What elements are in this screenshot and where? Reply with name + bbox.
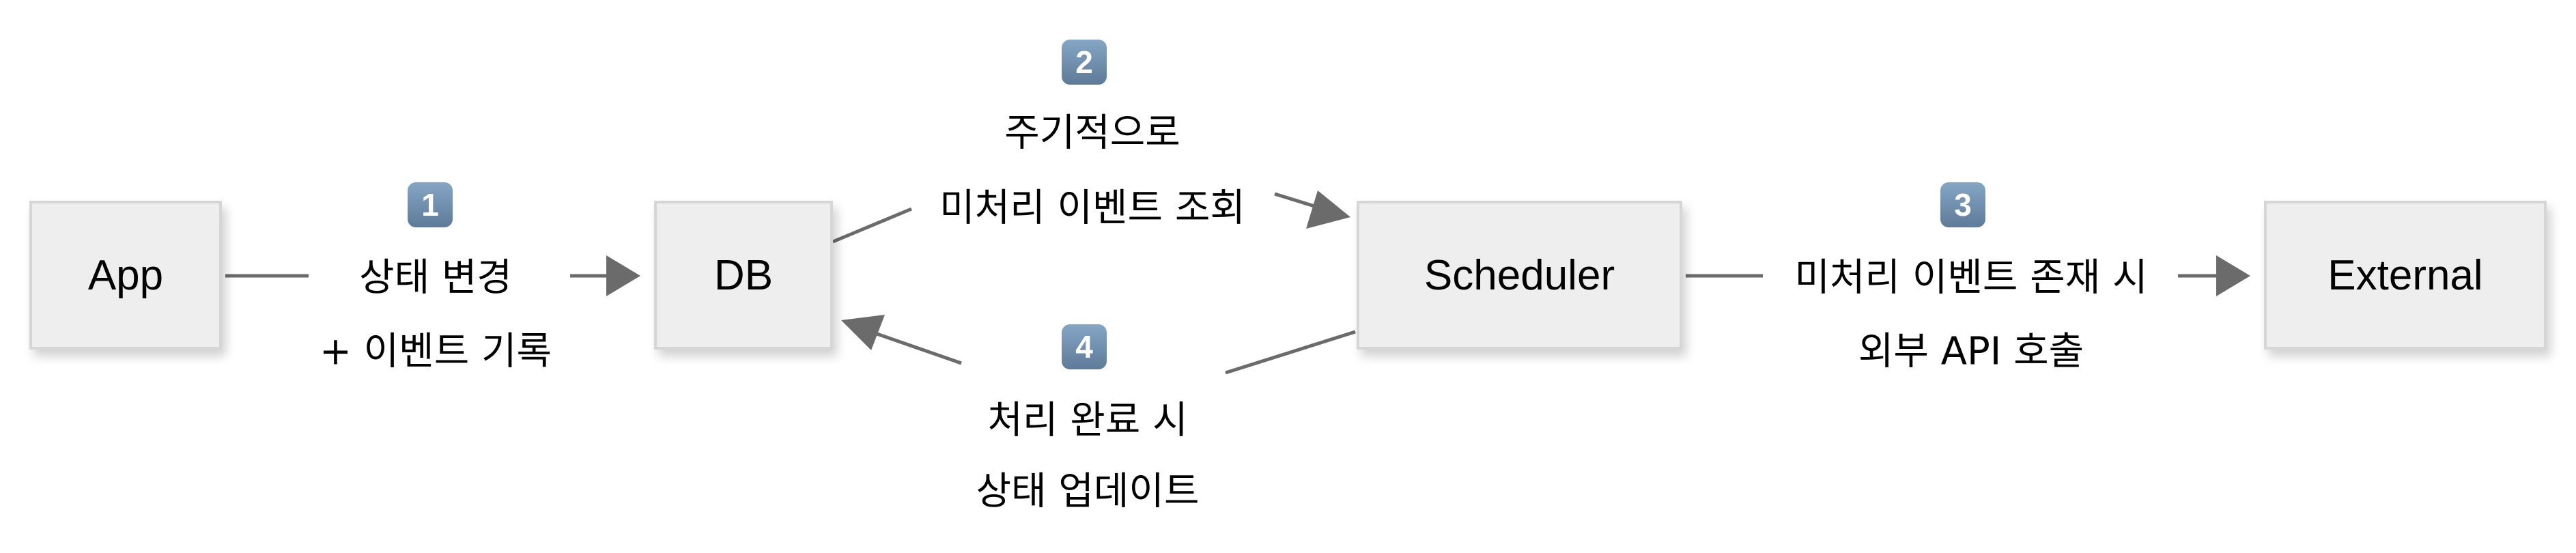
step-3-badge: 3 bbox=[1940, 182, 1985, 227]
step-2-badge: 2 bbox=[1062, 40, 1107, 85]
step-4-badge: 4 bbox=[1062, 324, 1107, 369]
step-3-line-2: 외부 API 호출 bbox=[1854, 320, 2089, 376]
arrowhead-to-scheduler bbox=[1306, 190, 1350, 229]
node-scheduler-label: Scheduler bbox=[1424, 251, 1615, 299]
step-2-line-1: 주기적으로 bbox=[1000, 102, 1185, 158]
arrowhead-to-db bbox=[606, 255, 640, 296]
node-external: External bbox=[2264, 201, 2547, 350]
node-app-label: App bbox=[87, 251, 164, 299]
arrowhead-to-external bbox=[2216, 255, 2250, 296]
step-4-line-2: 상태 업데이트 bbox=[972, 460, 1204, 516]
step-4-line-1: 처리 완료 시 bbox=[983, 389, 1192, 445]
step-2-line-2: 미처리 이벤트 조회 bbox=[935, 177, 1249, 233]
node-app: App bbox=[29, 201, 222, 350]
edge-scheduler-db-b bbox=[866, 328, 962, 365]
node-db-label: DB bbox=[713, 251, 774, 299]
arrowhead-to-db-return bbox=[841, 315, 885, 350]
node-scheduler: Scheduler bbox=[1357, 201, 1682, 350]
edge-db-scheduler-a bbox=[832, 207, 912, 244]
node-db: DB bbox=[654, 201, 833, 350]
step-1-badge: 1 bbox=[408, 182, 453, 227]
step-1-line-1: 상태 변경 bbox=[355, 246, 516, 302]
step-1-line-2: + 이벤트 기록 bbox=[315, 320, 556, 376]
step-3-line-1: 미처리 이벤트 존재 시 bbox=[1790, 246, 2152, 302]
node-external-label: External bbox=[2327, 251, 2483, 299]
edge-scheduler-db-a bbox=[1225, 330, 1356, 375]
